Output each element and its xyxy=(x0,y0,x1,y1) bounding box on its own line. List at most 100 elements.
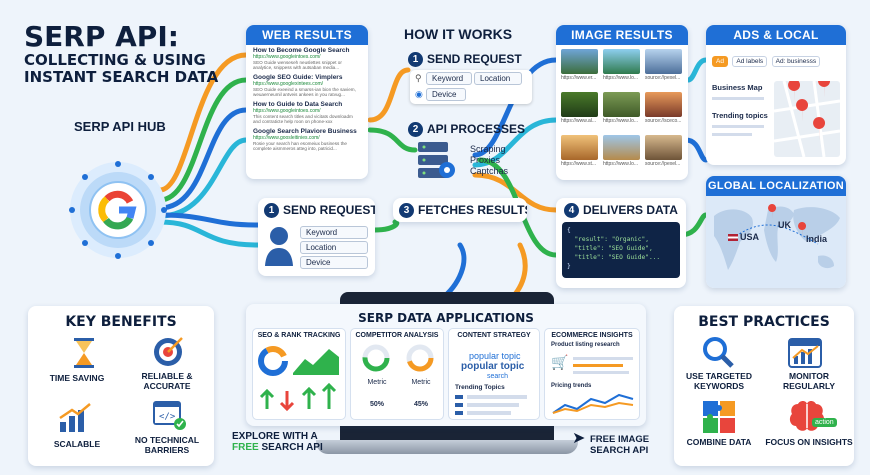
json-line: "title": "SEO Guide"... xyxy=(567,254,661,261)
json-line: } xyxy=(567,263,571,270)
metric-label: Metric xyxy=(367,379,387,386)
word-cloud-term: popular topic xyxy=(461,361,525,372)
explore-line1: EXPLORE WITH A xyxy=(232,431,318,442)
panel-title: SEO & RANK TRACKING xyxy=(257,332,341,339)
image-results-header: IMAGE RESULTS xyxy=(556,25,688,45)
image-caption: https://www.st... xyxy=(561,161,597,167)
content-strategy-panel[interactable]: CONTENT STRATEGY popular topic popular t… xyxy=(448,328,540,420)
practice-label: FOCUS ON INSIGHTS xyxy=(765,437,853,447)
hub-logo xyxy=(68,160,168,260)
processing-list: Scraping Proxies Captchas xyxy=(470,144,508,177)
donut-chart-icon xyxy=(406,344,434,372)
location-pin-icon: ◉ xyxy=(415,89,423,99)
seo-chart-icon xyxy=(258,346,339,412)
image-caption: source://pexel... xyxy=(645,161,681,167)
step-number: 1 xyxy=(408,52,423,68)
web-result-item[interactable]: How to Guide to Data Search https://www.… xyxy=(246,99,368,126)
free-image-line2: SEARCH API xyxy=(590,445,649,456)
web-result-item[interactable]: How to Become Google Search https://www.… xyxy=(246,45,368,72)
keyword-field[interactable]: Keyword xyxy=(426,72,472,85)
device-field[interactable]: Device xyxy=(426,88,466,101)
fetches-results-title: 3 FETCHES RESULTS xyxy=(399,203,527,219)
web-result-item[interactable]: Google Search Plaviore Business https://… xyxy=(246,126,368,153)
location-field[interactable]: Location xyxy=(474,72,522,85)
web-result-title[interactable]: How to Become Google Search xyxy=(253,47,350,54)
shopping-cart-icon: 🛒 xyxy=(551,354,569,370)
image-thumbnail[interactable] xyxy=(603,49,640,74)
bar-growth-icon xyxy=(58,402,92,437)
step-number: 3 xyxy=(399,203,414,219)
practice-label: MONITOR REGULARLY xyxy=(782,371,836,391)
web-result-desc: SEO Guide exeeind a smarss-ian bion the … xyxy=(253,87,356,98)
image-caption: https://www.er... xyxy=(561,75,597,81)
ad-tag[interactable]: Ad labels xyxy=(732,56,768,67)
web-result-desc: SEO Guide wenseseh neuslettes snippet or… xyxy=(253,60,342,71)
user-avatar-icon xyxy=(264,224,294,266)
practice-label: COMBINE DATA xyxy=(686,437,752,447)
json-output: { "result": "Organic", "title": "SEO Gui… xyxy=(562,222,680,278)
web-result-title[interactable]: Google SEO Guide: Vimplers xyxy=(253,74,343,81)
hub-label: SERP API HUB xyxy=(74,119,166,134)
applications-card: SERP DATA APPLICATIONS SEO & RANK TRACKI… xyxy=(246,304,646,426)
ad-tag[interactable]: Ad: businesss xyxy=(771,56,821,67)
processing-item: Proxies xyxy=(470,155,501,165)
ecommerce-insights-panel[interactable]: ECOMMERCE INSIGHTS Product listing resea… xyxy=(544,328,640,420)
web-result-item[interactable]: Google SEO Guide: Vimplers https://www.g… xyxy=(246,72,368,99)
action-badge: action xyxy=(812,418,837,427)
search-icon: ⚲ xyxy=(415,73,422,83)
benefit-label: NO TECHNICAL BARRIERS xyxy=(134,435,200,455)
ad-tag[interactable]: Ad xyxy=(712,56,728,67)
image-thumbnail[interactable] xyxy=(561,49,598,74)
processing-item: Scraping xyxy=(470,144,506,154)
page-subtitle-line2: INSTANT SEARCH DATA xyxy=(24,68,219,86)
metric-value: 50% xyxy=(369,401,384,408)
country-label-usa: USA xyxy=(740,232,760,242)
web-result-title[interactable]: How to Guide to Data Search xyxy=(253,101,343,108)
step-label: SEND REQUEST xyxy=(283,203,375,217)
page-title: SERP API: xyxy=(24,20,179,53)
applications-title: SERP DATA APPLICATIONS xyxy=(358,311,534,325)
step-label: SEND REQUEST xyxy=(427,52,522,66)
image-caption: source://pexel... xyxy=(645,75,681,81)
step-label: FETCHES RESULTS xyxy=(418,203,527,217)
free-image-api: FREE IMAGE SEARCH API xyxy=(590,434,649,456)
key-benefits-card: KEY BENEFITS TIME SAVING RELIABLE & ACCU… xyxy=(28,306,214,466)
magnifier-icon xyxy=(702,336,734,373)
image-thumbnail[interactable] xyxy=(645,49,682,74)
target-icon xyxy=(152,336,184,373)
puzzle-icon xyxy=(702,400,736,439)
text-line xyxy=(467,395,527,399)
key-benefits-title: KEY BENEFITS xyxy=(65,314,177,330)
seo-tracking-panel[interactable]: SEO & RANK TRACKING xyxy=(252,328,346,420)
step-number: 2 xyxy=(408,122,423,138)
world-map[interactable]: USA UK India xyxy=(706,196,846,288)
bullet xyxy=(455,411,463,415)
image-thumbnail[interactable] xyxy=(603,92,640,117)
image-caption: https://www.lo... xyxy=(603,75,639,81)
text-line xyxy=(712,97,764,100)
image-thumbnail[interactable] xyxy=(603,135,640,160)
image-caption: source://sceco... xyxy=(645,118,682,124)
json-line: "title": "SEO Guide", xyxy=(567,245,653,252)
fetches-results-card: 3 FETCHES RESULTS xyxy=(393,198,527,222)
image-thumbnail[interactable] xyxy=(645,92,682,117)
business-map[interactable] xyxy=(773,75,841,158)
how-step1-label: 1 SEND REQUEST xyxy=(408,52,522,68)
web-results-header: WEB RESULTS xyxy=(246,25,368,45)
device-field[interactable]: Device xyxy=(300,256,368,269)
pricing-chart-icon xyxy=(552,393,634,414)
image-thumbnail[interactable] xyxy=(645,135,682,160)
step-label: DELIVERS DATA xyxy=(583,203,678,217)
image-thumbnail[interactable] xyxy=(561,135,598,160)
image-thumbnail[interactable] xyxy=(561,92,598,117)
json-line: "result": "Organic", xyxy=(567,236,649,243)
best-practices-title: BEST PRACTICES xyxy=(698,314,830,330)
keyword-field[interactable]: Keyword xyxy=(300,226,368,239)
web-result-title[interactable]: Google Search Plaviore Business xyxy=(253,128,357,135)
competitor-analysis-panel[interactable]: COMPETITOR ANALYSIS Metric Metric 50% 45… xyxy=(350,328,444,420)
free-highlight: FREE xyxy=(232,442,259,453)
product-listing-label: Product listing research xyxy=(551,342,620,348)
web-result-url: https://www.googleintoes.com/ xyxy=(253,54,321,60)
location-field[interactable]: Location xyxy=(300,241,368,254)
json-line: { xyxy=(567,227,571,234)
